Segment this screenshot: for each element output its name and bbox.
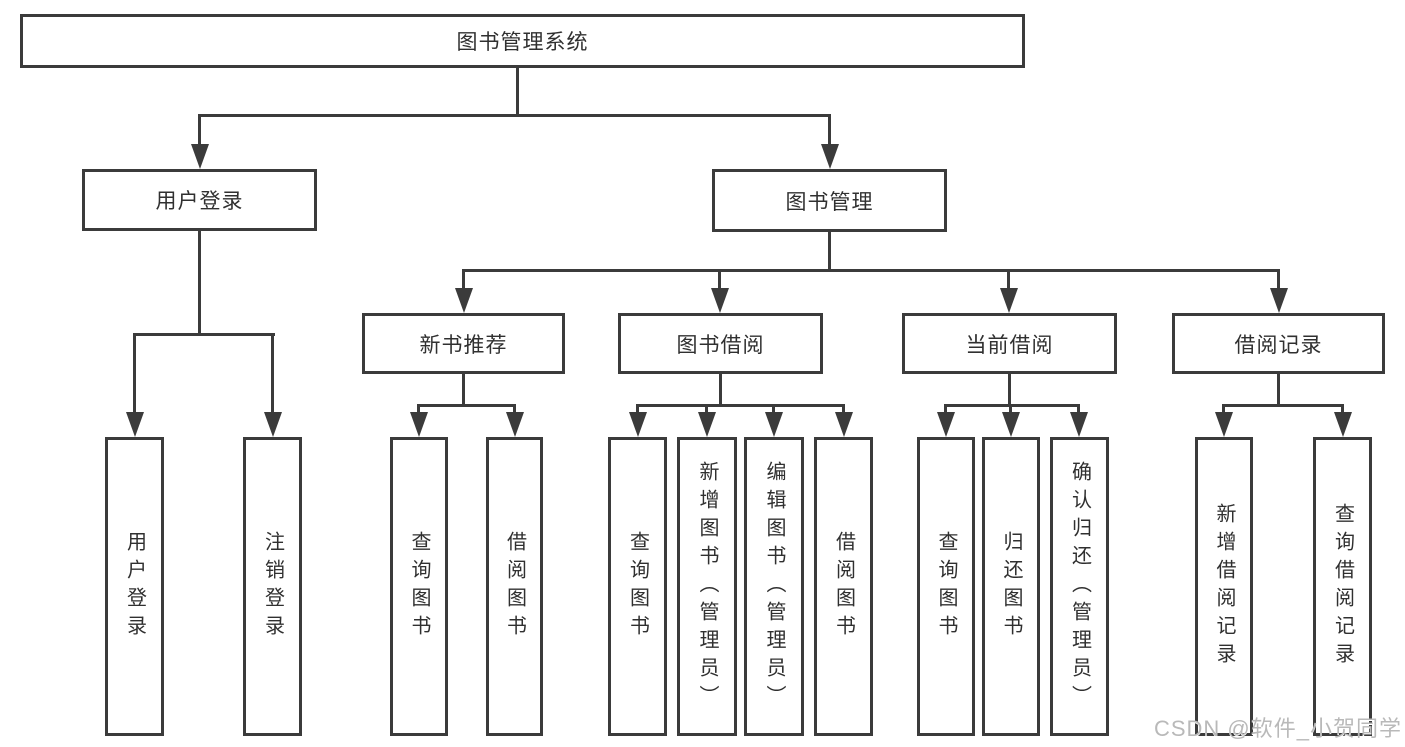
arrowhead-icon <box>455 288 473 313</box>
node-current-borrow-label: 当前借阅 <box>965 333 1054 357</box>
arrowhead-icon <box>264 412 282 437</box>
connector-line <box>417 404 516 407</box>
connector-line <box>944 404 1080 407</box>
leaf-newbook-borrow-label: 借阅图书 <box>503 530 526 643</box>
connector-line <box>198 114 201 147</box>
node-book-management: 图书管理 <box>712 169 947 232</box>
connector-line <box>513 404 516 415</box>
connector-line <box>516 68 519 117</box>
connector-line <box>1222 404 1344 407</box>
csdn-watermark: CSDN @软件_小贺同学 <box>1153 716 1402 741</box>
node-borrow-records-label: 借阅记录 <box>1234 333 1323 357</box>
arrowhead-icon <box>937 412 955 437</box>
arrowhead-icon <box>1000 288 1018 313</box>
node-book-management-label: 图书管理 <box>785 190 874 214</box>
leaf-borrow-query: 查询图书 <box>608 437 667 736</box>
connector-line <box>133 333 275 336</box>
arrowhead-icon <box>506 412 524 437</box>
node-root-label: 图书管理系统 <box>456 31 589 54</box>
leaf-newbook-query-label: 查询图书 <box>408 530 430 643</box>
connector-line <box>828 232 831 272</box>
connector-line <box>944 404 947 415</box>
node-user-login: 用户登录 <box>82 169 317 231</box>
arrowhead-icon <box>410 412 428 437</box>
leaf-confirm-return-admin-label: 确认归还（管理员） <box>1068 460 1091 713</box>
leaf-user-login: 用户登录 <box>105 437 164 736</box>
connector-line <box>828 114 831 147</box>
arrowhead-icon <box>191 144 209 169</box>
connector-line <box>705 404 708 415</box>
connector-line <box>1277 374 1280 407</box>
leaf-current-query: 查询图书 <box>917 437 975 736</box>
leaf-newbook-query: 查询图书 <box>390 437 448 736</box>
arrowhead-icon <box>1070 412 1088 437</box>
leaf-logout-label: 注销登录 <box>261 530 284 643</box>
leaf-confirm-return-admin: 确认归还（管理员） <box>1050 437 1109 736</box>
arrowhead-icon <box>126 412 144 437</box>
node-book-borrow: 图书借阅 <box>618 313 823 374</box>
arrowhead-icon <box>698 412 716 437</box>
connector-line <box>842 404 845 415</box>
node-current-borrow: 当前借阅 <box>902 313 1117 374</box>
arrowhead-icon <box>835 412 853 437</box>
connector-line <box>271 333 274 414</box>
arrowhead-icon <box>821 144 839 169</box>
leaf-return-book-label: 归还图书 <box>1000 530 1022 643</box>
arrowhead-icon <box>629 412 647 437</box>
leaf-current-query-label: 查询图书 <box>935 530 957 643</box>
node-book-borrow-label: 图书借阅 <box>676 333 765 357</box>
leaf-borrow-add-book-admin-label: 新增图书（管理员） <box>696 460 718 713</box>
connector-line <box>417 404 420 415</box>
arrowhead-icon <box>1270 288 1288 313</box>
connector-line <box>636 404 639 415</box>
connector-line <box>133 333 136 414</box>
arrowhead-icon <box>765 412 783 437</box>
connector-line <box>1341 404 1344 415</box>
connector-line <box>1007 269 1010 291</box>
leaf-logout: 注销登录 <box>243 437 302 736</box>
node-borrow-records: 借阅记录 <box>1172 313 1385 374</box>
leaf-borrow-edit-book-admin: 编辑图书（管理员） <box>744 437 804 736</box>
leaf-add-borrow-record: 新增借阅记录 <box>1195 437 1253 736</box>
connector-line <box>198 231 201 336</box>
connector-line <box>772 404 775 415</box>
leaf-newbook-borrow: 借阅图书 <box>486 437 543 736</box>
leaf-query-borrow-record: 查询借阅记录 <box>1313 437 1372 736</box>
connector-line <box>462 269 465 291</box>
leaf-query-borrow-record-label: 查询借阅记录 <box>1331 502 1354 671</box>
connector-line <box>636 404 845 407</box>
connector-line <box>718 269 721 291</box>
node-new-book-recommend-label: 新书推荐 <box>419 333 508 357</box>
leaf-borrow-query-label: 查询图书 <box>626 530 649 643</box>
connector-line <box>719 374 722 407</box>
leaf-borrow-book-label: 借阅图书 <box>832 530 855 643</box>
connector-line <box>1008 374 1011 407</box>
leaf-borrow-book: 借阅图书 <box>814 437 873 736</box>
leaf-user-login-label: 用户登录 <box>123 530 146 643</box>
connector-line <box>1277 269 1280 291</box>
arrowhead-icon <box>711 288 729 313</box>
leaf-add-borrow-record-label: 新增借阅记录 <box>1213 502 1235 671</box>
leaf-borrow-edit-book-admin-label: 编辑图书（管理员） <box>763 460 785 713</box>
connector-line <box>198 114 831 117</box>
node-user-login-label: 用户登录 <box>155 190 244 213</box>
connector-line <box>1009 404 1012 415</box>
connector-line <box>462 374 465 407</box>
connector-line <box>462 269 1280 272</box>
node-new-book-recommend: 新书推荐 <box>362 313 565 374</box>
arrowhead-icon <box>1002 412 1020 437</box>
leaf-borrow-add-book-admin: 新增图书（管理员） <box>677 437 737 736</box>
connector-line <box>1222 404 1225 415</box>
node-root: 图书管理系统 <box>20 14 1025 68</box>
arrowhead-icon <box>1215 412 1233 437</box>
connector-line <box>1077 404 1080 415</box>
leaf-return-book: 归还图书 <box>982 437 1040 736</box>
arrowhead-icon <box>1334 412 1352 437</box>
